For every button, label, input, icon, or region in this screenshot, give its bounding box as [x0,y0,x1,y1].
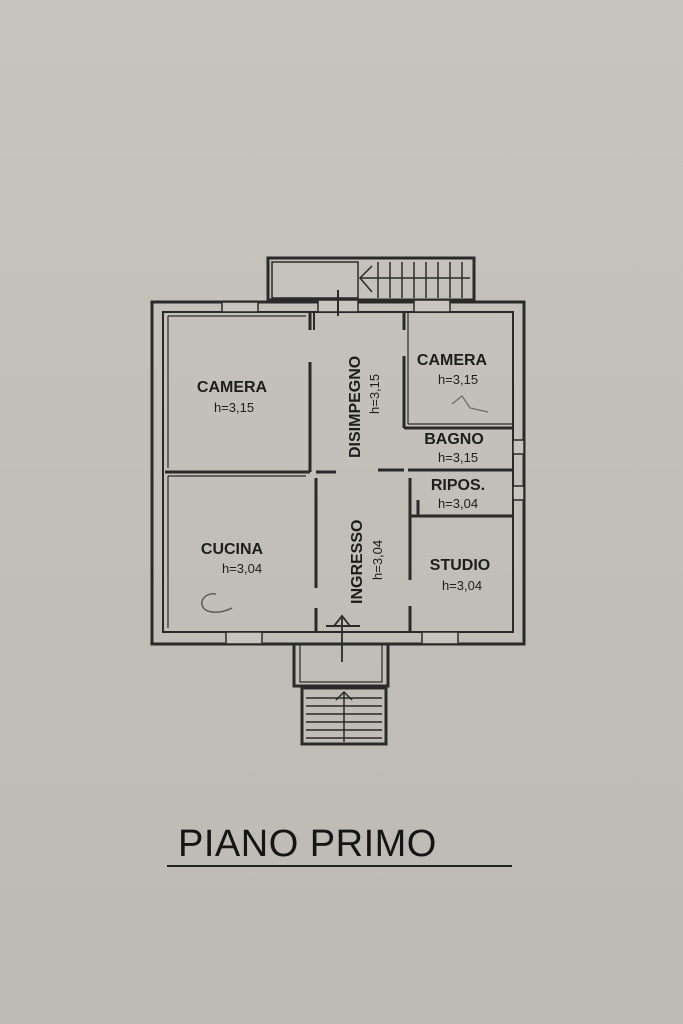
wall-thin-lines [167,312,512,628]
room-label-camera-right: CAMERA [417,352,488,369]
room-label-cucina: CUCINA [201,541,264,558]
entry-staircase [292,642,390,746]
room-label-camera-left: CAMERA [197,379,268,396]
room-height-bagno: h=3,15 [438,450,478,465]
interior-walls [165,312,514,632]
entrance-arrow [333,614,351,662]
room-height-ingresso: h=3,04 [370,540,385,580]
floor-title: PIANO PRIMO [178,823,437,865]
room-height-camera-left: h=3,15 [214,400,254,415]
top-staircase [266,256,476,302]
room-height-camera-right: h=3,15 [438,372,478,387]
room-height-studio: h=3,04 [442,578,482,593]
room-height-ripostiglio: h=3,04 [438,496,478,511]
title-underline [167,865,512,867]
room-label-ingresso: INGRESSO [349,520,366,604]
room-label-bagno: BAGNO [424,431,484,448]
room-label-disimpegno: DISIMPEGNO [347,356,364,458]
door-marks [313,290,360,627]
scribble-mark [451,395,489,413]
room-label-ripostiglio: RIPOS. [431,477,485,494]
room-label-studio: STUDIO [430,557,490,574]
room-height-cucina: h=3,04 [222,561,262,576]
pencil-mark [201,593,233,613]
room-height-disimpegno: h=3,15 [367,374,382,414]
